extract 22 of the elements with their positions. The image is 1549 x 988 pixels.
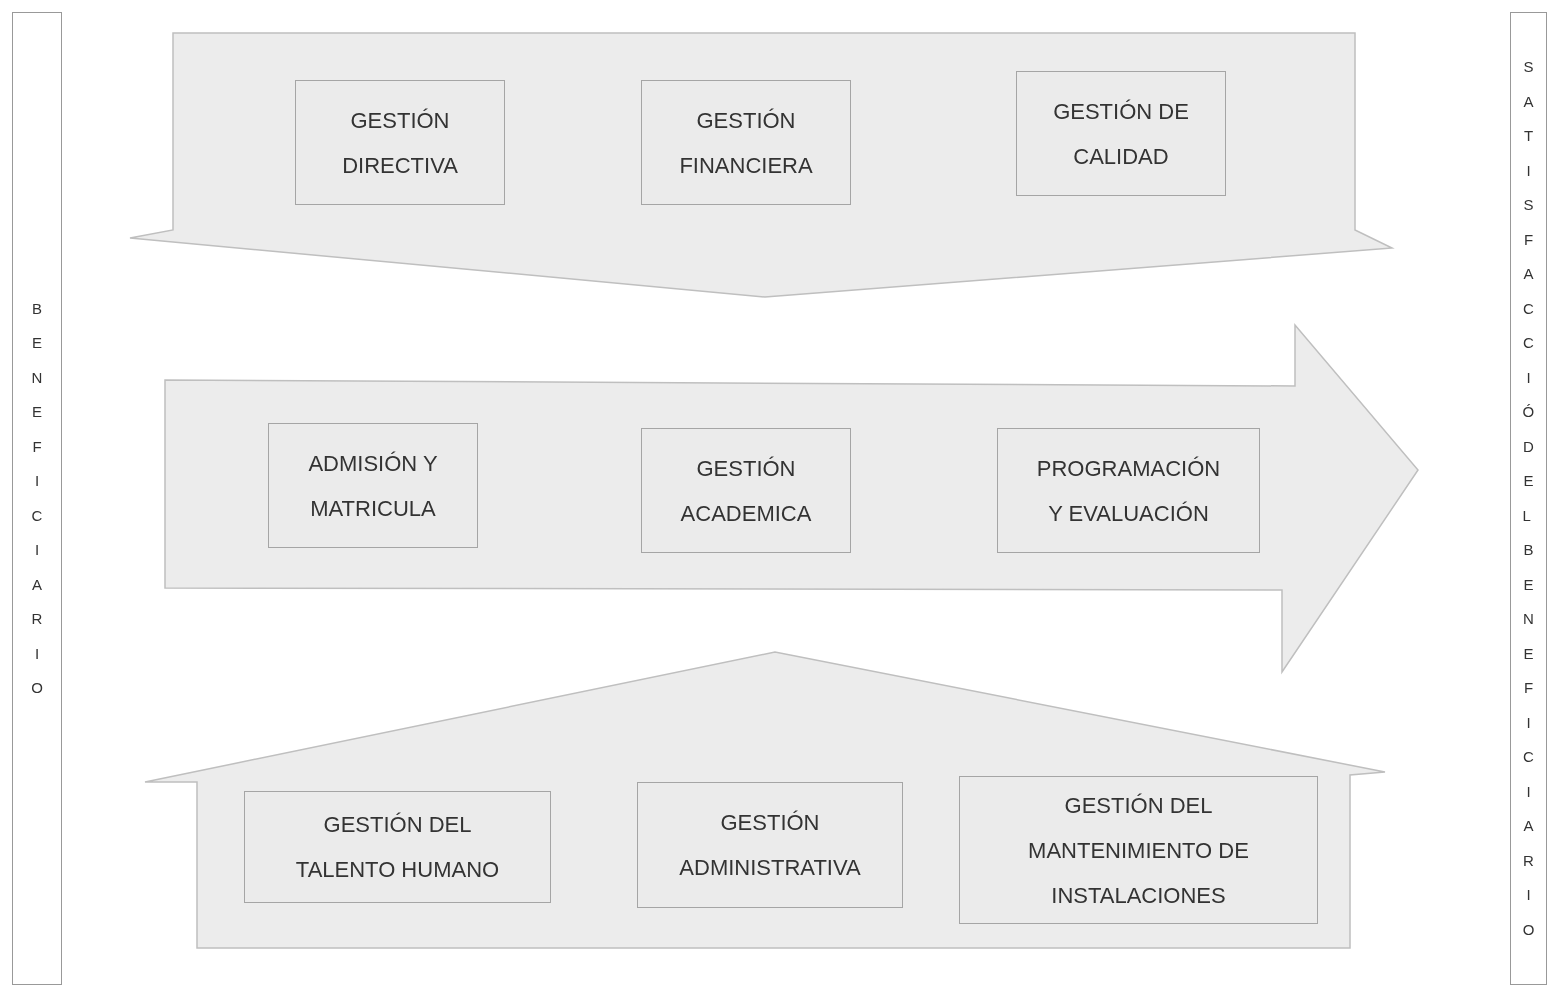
process-box — [295, 80, 505, 205]
box-label: GESTIÓN ACADEMICA — [679, 454, 813, 528]
side-bar — [12, 12, 62, 985]
process-box — [637, 782, 903, 908]
side-bar — [1510, 12, 1547, 985]
box-label: ADMISIÓN Y MATRICULA — [307, 449, 439, 523]
process-box — [997, 428, 1260, 553]
vertical-label: BENEFICIARIO — [31, 298, 43, 698]
box-label: GESTIÓN DEL MANTENIMIENTO DE INSTALACIONES — [1027, 791, 1250, 910]
process-box — [244, 791, 551, 903]
process-box — [641, 80, 851, 205]
process-box — [1016, 71, 1226, 196]
box-label: GESTIÓN DEL TALENTO HUMANO — [294, 811, 501, 884]
box-label: GESTIÓN DIRECTIVA — [341, 106, 459, 180]
box-label: GESTIÓN ADMINISTRATIVA — [678, 809, 862, 882]
process-box — [268, 423, 478, 548]
process-box — [641, 428, 851, 553]
vertical-label: SATISFACCIÓ DEL BENEFICIARIO — [1522, 57, 1535, 940]
box-label: GESTIÓN DE CALIDAD — [1052, 97, 1190, 171]
box-label: GESTIÓN FINANCIERA — [678, 106, 814, 180]
box-label: PROGRAMACIÓN Y EVALUACIÓN — [1035, 454, 1222, 528]
process-box — [959, 776, 1318, 924]
